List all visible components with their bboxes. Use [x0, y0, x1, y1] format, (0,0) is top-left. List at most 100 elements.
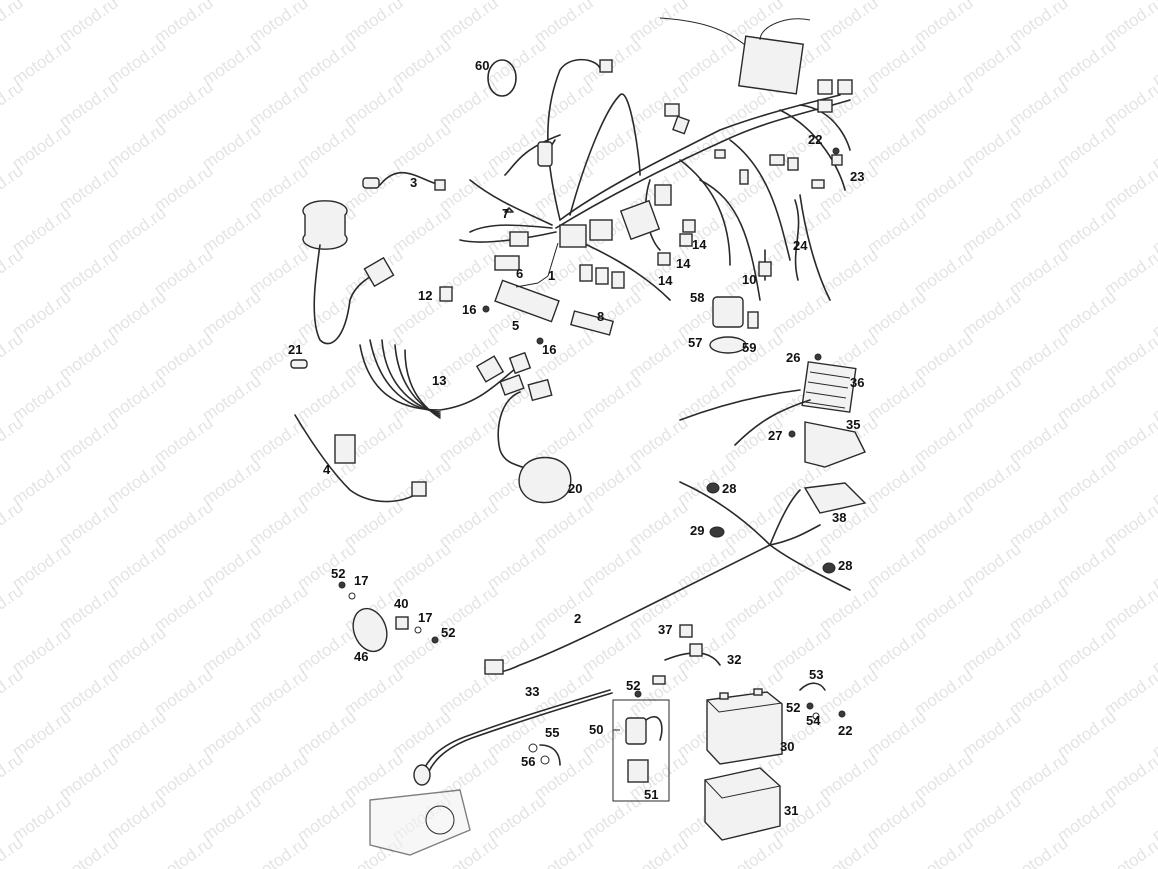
watermark-text: motod.ru	[864, 371, 930, 425]
watermark-text: motod.ru	[104, 371, 170, 425]
callout-52-a: 52	[331, 566, 345, 581]
callout-14-b: 14	[676, 256, 691, 271]
watermark-text: motod.ru	[674, 35, 740, 89]
clamp-ring-part-60	[487, 59, 517, 97]
watermark-text: motod.ru	[104, 707, 170, 761]
watermark-text: motod.ru	[579, 371, 645, 425]
callout-35: 35	[846, 417, 860, 432]
callout-59: 59	[742, 340, 756, 355]
callout-28-b: 28	[838, 558, 852, 573]
watermark-text: motod.ru	[246, 833, 312, 869]
watermark-text: motod.ru	[959, 287, 1025, 341]
callout-46: 46	[354, 649, 368, 664]
watermark-text: motod.ru	[864, 623, 930, 677]
watermark-text: motod.ru	[389, 35, 455, 89]
watermark-text: motod.ru	[294, 119, 360, 173]
callout-33: 33	[525, 684, 539, 699]
watermark-text: motod.ru	[1054, 203, 1120, 257]
pickup-coil-assembly	[302, 200, 395, 345]
callout-1: 1	[548, 268, 555, 283]
watermark-text: motod.ru	[579, 623, 645, 677]
callout-58: 58	[690, 290, 704, 305]
main-wiring-harness	[459, 17, 853, 301]
sleeve-part-8	[570, 310, 614, 336]
watermark-text: motod.ru	[294, 623, 360, 677]
watermark-text: motod.ru	[959, 539, 1025, 593]
callout-14-a: 14	[692, 237, 707, 252]
watermark-text: motod.ru	[1054, 539, 1120, 593]
watermark-text: motod.ru	[959, 791, 1025, 845]
watermark-text: motod.ru	[104, 119, 170, 173]
part-12	[439, 286, 453, 302]
callout-3: 3	[410, 175, 417, 190]
starter-relay-box	[612, 690, 670, 802]
callout-24: 24	[793, 238, 808, 253]
callout-14-c: 14	[658, 273, 673, 288]
callout-22-a: 22	[808, 132, 822, 147]
watermark-text: motod.ru	[294, 539, 360, 593]
watermark-text: motod.ru	[294, 707, 360, 761]
watermark-text: motod.ru	[56, 833, 122, 869]
callout-37: 37	[658, 622, 672, 637]
battery-tray-part-31	[704, 767, 781, 841]
watermark-text: motod.ru	[9, 455, 75, 509]
watermark-text: motod.ru	[484, 203, 550, 257]
callout-17-b: 17	[418, 610, 432, 625]
watermark-text: motod.ru	[674, 371, 740, 425]
watermark-text: motod.ru	[579, 455, 645, 509]
watermark-text: motod.ru	[1054, 287, 1120, 341]
fuse-part-21	[290, 359, 308, 369]
callout-leader-lines	[515, 242, 620, 731]
washer-part-56b	[540, 755, 550, 765]
watermark-text: motod.ru	[294, 371, 360, 425]
watermark-text: motod.ru	[9, 707, 75, 761]
watermark-text: motod.ru	[1054, 35, 1120, 89]
callout-4: 4	[323, 462, 331, 477]
screw-part-16a	[482, 305, 490, 313]
callout-8: 8	[597, 309, 604, 324]
watermark-text: motod.ru	[104, 287, 170, 341]
watermark-text: motod.ru	[864, 707, 930, 761]
watermark-text: motod.ru	[9, 203, 75, 257]
callout-50: 50	[589, 722, 603, 737]
callout-40: 40	[394, 596, 408, 611]
watermark-text: motod.ru	[769, 287, 835, 341]
watermark-text: motod.ru	[9, 791, 75, 845]
watermark-text: motod.ru	[959, 371, 1025, 425]
callout-27: 27	[768, 428, 782, 443]
battery-cable-part-33	[413, 689, 613, 786]
connector-part-14b	[657, 252, 671, 266]
callout-6: 6	[516, 266, 523, 281]
sensor-part-3	[362, 177, 380, 189]
callout-10: 10	[742, 272, 756, 287]
watermark-text: motod.ru	[1054, 707, 1120, 761]
watermark-text: motod.ru	[579, 539, 645, 593]
watermark-text: motod.ru	[1101, 833, 1158, 869]
watermark-text: motod.ru	[864, 791, 930, 845]
callout-21: 21	[288, 342, 302, 357]
watermark-text: motod.ru	[531, 833, 597, 869]
watermark-text: motod.ru	[816, 833, 882, 869]
part-6	[494, 255, 520, 271]
callout-13: 13	[432, 373, 446, 388]
callout-36: 36	[850, 375, 864, 390]
callout-2: 2	[574, 611, 581, 626]
watermark-text: motod.ru	[294, 35, 360, 89]
callout-38: 38	[832, 510, 846, 525]
watermark-text: motod.ru	[959, 119, 1025, 173]
watermark-text: motod.ru	[626, 833, 692, 869]
watermark-text: motod.ru	[864, 119, 930, 173]
callout-54: 54	[806, 713, 821, 728]
watermark-text: motod.ru	[1006, 833, 1072, 869]
watermark-text: motod.ru	[9, 371, 75, 425]
callout-23: 23	[850, 169, 864, 184]
watermark-text: motod.ru	[864, 35, 930, 89]
pad-part-38	[803, 482, 867, 514]
callout-16-b: 16	[542, 342, 556, 357]
watermark-text: motod.ru	[864, 455, 930, 509]
watermark-text: motod.ru	[484, 791, 550, 845]
callout-28-a: 28	[722, 481, 736, 496]
callout-labels: 60 3 7 6 1 12 16 5 8 16 21 13 4 20 14 14…	[288, 58, 864, 818]
watermark-text: motod.ru	[959, 203, 1025, 257]
